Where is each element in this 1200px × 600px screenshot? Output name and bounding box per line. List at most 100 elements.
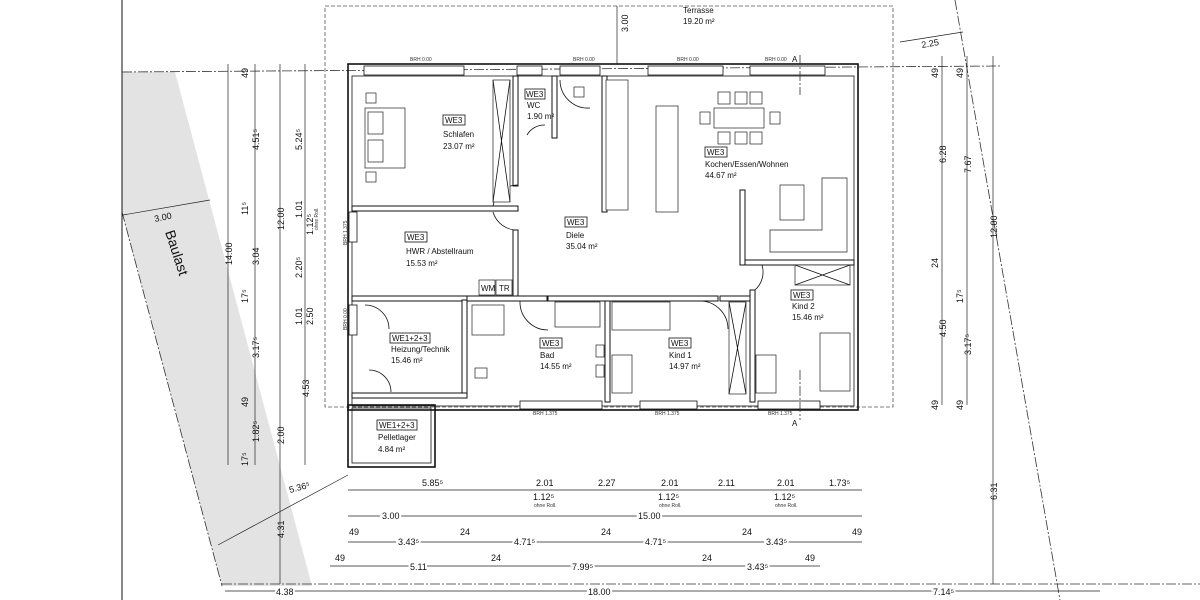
dimension-label: ohne Roll.: [534, 503, 557, 509]
dimension-label: 12.00: [989, 215, 999, 238]
dimension-label: BRH 1.375: [768, 411, 793, 417]
room-tag: WE1+2+3: [392, 334, 428, 343]
room-tag: WE1+2+3: [379, 421, 415, 430]
dimension-label: 5.11: [410, 562, 427, 572]
dimension-label: BRH 1.375: [533, 411, 558, 417]
washer-dryer: WM TR: [478, 279, 513, 296]
room-area: 44.67 m²: [705, 171, 737, 180]
dimension-label: 4.53: [301, 379, 311, 397]
dimension-labels-top: 3.00 2.25: [620, 14, 940, 50]
room-name: Schlafen: [443, 130, 474, 139]
dimension-labels-bottom: 5.85⁵ 2.01 2.27 2.01 2.11 2.01 1.73⁵ 1.1…: [274, 478, 957, 599]
room-area: 15.53 m²: [406, 259, 438, 268]
dimension-label: 7.67: [963, 155, 973, 173]
room-name: HWR / Abstellraum: [406, 247, 474, 256]
dimension-label: 3.43⁵: [766, 537, 788, 547]
dimension-label: 7.99⁵: [572, 562, 594, 572]
dryer-label: TR: [499, 284, 510, 293]
property-line-right: [954, 0, 1061, 600]
dimension-label: 3.17⁵: [963, 333, 973, 355]
dimension-label: 2.01: [661, 478, 679, 488]
furniture: [364, 79, 851, 395]
dimension-label: 1.12⁵: [305, 213, 315, 235]
room-area: 1.90 m²: [527, 112, 554, 121]
doors: [364, 79, 764, 393]
terrace-name: Terrasse: [683, 6, 714, 15]
dimension-label: 3.00: [153, 211, 172, 224]
room-name: Heizung/Technik: [391, 345, 451, 354]
room-area: 14.55 m²: [540, 362, 572, 371]
room-bad: WE3 Bad 14.55 m²: [539, 337, 572, 371]
dimension-label: 4.50: [938, 319, 948, 337]
dimension-label: 24: [491, 553, 501, 563]
dimension-label: 49: [955, 68, 965, 78]
dimension-label: BRH 1.375: [343, 220, 349, 245]
room-tag: WE3: [445, 116, 463, 125]
dimension-label: ohne Roll.: [314, 207, 320, 230]
dimension-label: 3.43⁵: [398, 537, 420, 547]
dimension-label: ohne Roll.: [775, 503, 798, 509]
dimension-label: 1.12⁵: [774, 492, 796, 502]
dimension-label: BRH 0.00: [573, 57, 595, 63]
room-schlafen: WE3 Schlafen 23.07 m²: [442, 114, 475, 151]
dimension-labels-left: 14.00 49 4.51⁵ 11⁵ 3.04 17⁵ 3.17⁵ 49 1.8…: [153, 68, 320, 538]
room-area: 4.84 m²: [378, 445, 405, 454]
room-pelletlager: WE1+2+3 Pelletlager 4.84 m²: [376, 419, 418, 454]
dimension-label: 2.01: [536, 478, 554, 488]
dimension-label: 17⁵: [955, 289, 965, 303]
dimension-label: 49: [240, 68, 250, 78]
room-name: Diele: [566, 231, 585, 240]
dimension-label: 49: [955, 400, 965, 410]
dimension-label: 2.01: [777, 478, 795, 488]
room-kochen-essen-wohnen: WE3 Kochen/Essen/Wohnen 44.67 m²: [704, 146, 788, 180]
dimension-label: 1.82⁵: [251, 420, 261, 442]
dimension-label: A: [792, 419, 798, 428]
dimension-label: 4.71⁵: [645, 537, 667, 547]
room-area: 15.46 m²: [792, 313, 824, 322]
dimension-label: BRH 0.00: [677, 57, 699, 63]
room-kind-1: WE3 Kind 1 14.97 m²: [668, 337, 701, 371]
washer-label: WM: [481, 284, 496, 293]
dimension-label: 12.00: [276, 207, 286, 230]
dimension-label: 6.31: [989, 482, 999, 500]
dimension-label: 1.12⁵: [658, 492, 680, 502]
room-area: 15.46 m²: [391, 356, 423, 365]
dimension-label: 4.71⁵: [514, 537, 536, 547]
dimension-label: 2.20⁵: [294, 256, 304, 278]
dimension-label-total-width: 18.00: [588, 587, 611, 597]
dimension-label: 3.04: [251, 247, 261, 265]
dimension-label-total-right: 7.14⁵: [933, 587, 955, 597]
dimension-label: 5.36⁵: [288, 480, 311, 495]
room-diele: WE3 Diele 35.04 m²: [564, 216, 598, 251]
room-wc: WE3 WC 1.90 m²: [524, 88, 554, 121]
brh-labels: BRH 0.00 BRH 0.00 BRH 0.00 BRH 0.00 BRH …: [343, 57, 793, 417]
dimension-label: BRH 0.00: [765, 57, 787, 63]
dimension-label: BRH 1.375: [655, 411, 680, 417]
dimension-label: 1.12⁵: [533, 492, 555, 502]
room-heizung-technik: WE1+2+3 Heizung/Technik 15.46 m²: [389, 332, 451, 365]
room-kind-2: WE3 Kind 2 15.46 m²: [790, 289, 824, 322]
dimension-label: ohne Roll.: [659, 503, 682, 509]
room-name: Kind 1: [669, 351, 692, 360]
room-name: Pelletlager: [378, 433, 416, 442]
dimension-label: 49: [930, 68, 940, 78]
dimension-label: 2.27: [598, 478, 616, 488]
dimension-label: 24: [702, 553, 712, 563]
dimension-label: 49: [805, 553, 815, 563]
room-tag: WE3: [407, 233, 425, 242]
dimension-label: 3.43⁵: [747, 562, 769, 572]
dimension-label: 49: [335, 553, 345, 563]
room-name: Kind 2: [792, 302, 815, 311]
dimension-label: BRH 0.00: [410, 57, 432, 63]
dimension-labels-right: 49 6.28 24 4.50 49 49 7.67 17⁵ 3.17⁵ 49 …: [930, 68, 999, 500]
dimension-label: 1.73⁵: [829, 478, 851, 488]
dimension-label: 15.00: [638, 511, 661, 521]
dimension-label: 17⁵: [240, 452, 250, 466]
dimension-label: 24: [460, 527, 470, 537]
dimension-label: 3.00: [382, 511, 400, 521]
property-line-left: [121, 211, 223, 587]
room-tag: WE3: [707, 148, 725, 157]
dimension-label: 1.01: [294, 200, 304, 218]
room-area: 14.97 m²: [669, 362, 701, 371]
